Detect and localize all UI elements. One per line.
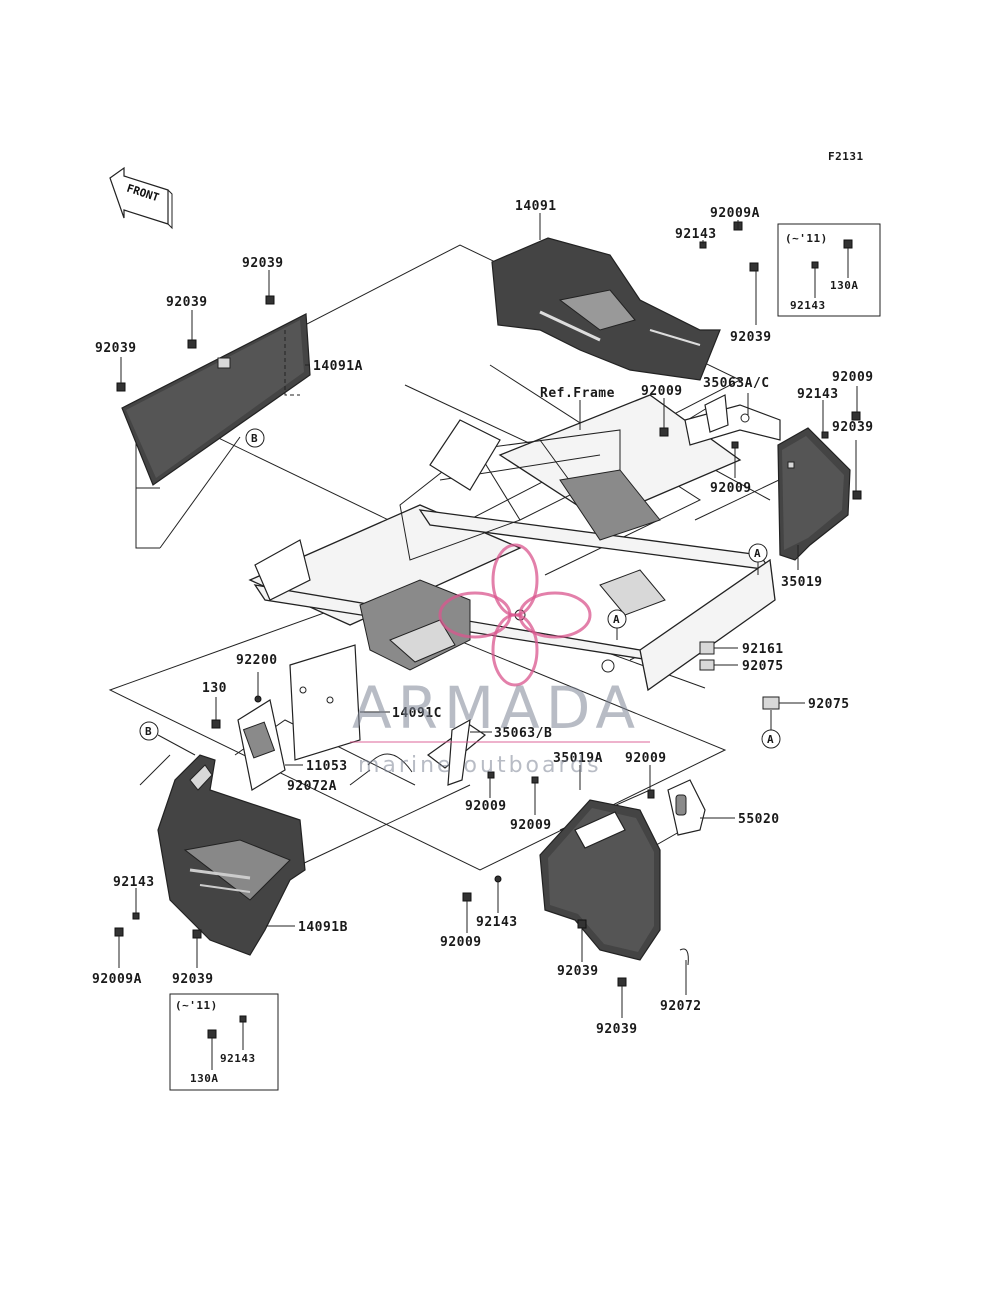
bracket-55020 bbox=[667, 779, 706, 836]
part-label: 92200 bbox=[236, 653, 278, 668]
mud-flap-35019 bbox=[777, 427, 851, 561]
part-label: 92039 bbox=[832, 420, 874, 435]
part-label: 92039 bbox=[596, 1022, 638, 1037]
part-label: 35019 bbox=[781, 575, 823, 590]
part-label: 92039 bbox=[172, 972, 214, 987]
part-label: 92009 bbox=[710, 481, 752, 496]
side-panel-14091a bbox=[121, 313, 311, 486]
part-label: 14091B bbox=[298, 920, 348, 935]
callout-a-3: A bbox=[761, 710, 781, 749]
part-label: 14091 bbox=[515, 199, 557, 214]
clamp-92072a bbox=[367, 753, 413, 773]
mud-flap-35019a bbox=[539, 799, 661, 961]
part-label: 92039 bbox=[242, 256, 284, 271]
svg-text:130A: 130A bbox=[190, 1072, 219, 1085]
part-label: 35063A/C bbox=[703, 376, 770, 391]
part-label: 92039 bbox=[166, 295, 208, 310]
diagram-id: F2131 bbox=[828, 150, 864, 163]
callout-b-2: B bbox=[139, 721, 196, 756]
part-label: 92072A bbox=[287, 779, 337, 794]
part-label: 92075 bbox=[808, 697, 850, 712]
part-label: 92009 bbox=[440, 935, 482, 950]
part-label: 92009 bbox=[641, 384, 683, 399]
inset-box-bottom: (~'11) 92143 130A bbox=[169, 993, 279, 1091]
part-label: 92161 bbox=[742, 642, 784, 657]
part-label: 11053 bbox=[306, 759, 348, 774]
svg-text:92143: 92143 bbox=[790, 299, 826, 312]
svg-text:A: A bbox=[754, 547, 761, 560]
svg-text:A: A bbox=[613, 613, 620, 626]
part-label: 92039 bbox=[557, 964, 599, 979]
part-label: 92143 bbox=[797, 387, 839, 402]
watermark-brand: ARMADA bbox=[352, 674, 641, 742]
callout-a-1: A bbox=[748, 543, 768, 575]
svg-text:(~'11): (~'11) bbox=[175, 999, 218, 1012]
front-fender-14091b bbox=[157, 754, 306, 956]
part-label: 55020 bbox=[738, 812, 780, 827]
part-labels: 14091 92009A 92143 92039 92039 92039 920… bbox=[92, 199, 874, 1037]
part-label: 92009 bbox=[510, 818, 552, 833]
svg-text:B: B bbox=[145, 725, 152, 738]
part-label: 92143 bbox=[113, 875, 155, 890]
part-label: 92009 bbox=[625, 751, 667, 766]
rear-fender-14091 bbox=[491, 237, 721, 381]
svg-text:(~'11): (~'11) bbox=[785, 232, 828, 245]
panel-14091c bbox=[289, 644, 361, 761]
bracket-35063b bbox=[426, 718, 487, 786]
part-label: 92039 bbox=[95, 341, 137, 356]
part-label: 92039 bbox=[730, 330, 772, 345]
part-label: 14091C bbox=[392, 706, 442, 721]
watermark-tagline: marine outboards bbox=[358, 753, 602, 778]
part-label: 92075 bbox=[742, 659, 784, 674]
front-arrow-icon: FRONT bbox=[109, 166, 173, 230]
svg-text:A: A bbox=[767, 733, 774, 746]
part-label: 35063/B bbox=[494, 726, 552, 741]
ref-frame-label: Ref.Frame bbox=[540, 386, 615, 401]
part-label: 92072 bbox=[660, 999, 702, 1014]
svg-text:B: B bbox=[251, 432, 258, 445]
callout-b-1: B bbox=[245, 428, 265, 448]
watermark-logo: ARMADA marine outboards bbox=[350, 543, 650, 778]
label-leaders bbox=[118, 213, 858, 1018]
part-label: 14091A bbox=[313, 359, 363, 374]
bracket-11053 bbox=[237, 699, 286, 791]
part-label: 92009A bbox=[92, 972, 142, 987]
part-label: 130 bbox=[202, 681, 227, 696]
flower-icon bbox=[438, 543, 592, 687]
part-label: 92143 bbox=[675, 227, 717, 242]
fasteners bbox=[114, 221, 862, 987]
main-frame bbox=[248, 394, 776, 692]
svg-text:92143: 92143 bbox=[220, 1052, 256, 1065]
part-label: 35019A bbox=[553, 751, 603, 766]
svg-text:130A: 130A bbox=[830, 279, 859, 292]
callout-a-2: A bbox=[607, 609, 627, 640]
part-label: 92143 bbox=[476, 915, 518, 930]
inset-box-top: (~'11) 130A 92143 bbox=[777, 223, 881, 317]
bracket-35063ac bbox=[684, 394, 781, 446]
part-label: 92009A bbox=[710, 206, 760, 221]
part-label: 92009 bbox=[465, 799, 507, 814]
clamp-92072 bbox=[679, 948, 689, 966]
part-label: 92009 bbox=[832, 370, 874, 385]
